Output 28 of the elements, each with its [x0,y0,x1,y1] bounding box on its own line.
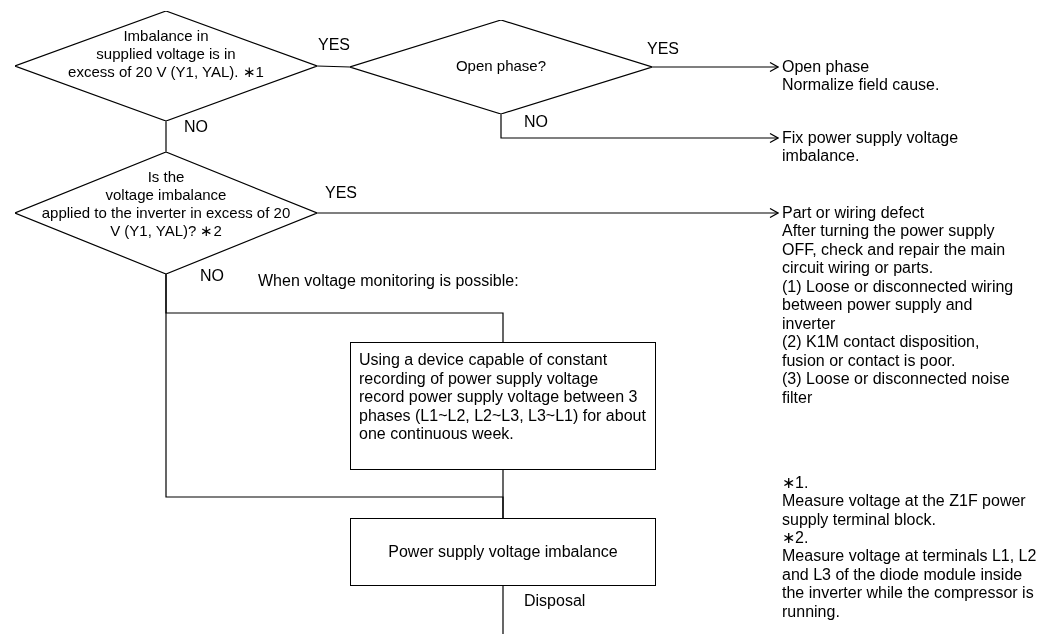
box-text: Power supply voltage imbalance [388,542,618,562]
connector-line [502,585,504,634]
result-text: After turning the power supply OFF, check and repair the main circuit wiring or parts. [782,222,1007,278]
edge-label: Disposal [524,592,586,611]
result-heading: Open phase [782,57,871,76]
result-text: (2) K1M contact disposition, fusion or contact is poor. [782,333,981,370]
arrow [651,61,779,73]
connector-line [502,469,504,519]
arrow [316,207,779,219]
footnote-text: Measure voltage at terminals L1, L2 and L3 of the diode module inside the inverter while the compressor is running. [782,547,1037,621]
arrow [500,113,779,144]
result-text: Normalize field cause. [782,76,941,95]
connector-line [165,120,167,153]
result-heading: Part or wiring defect [782,203,926,222]
box-text: Using a device capable of constant recording of power supply voltage record power supply voltage between 3 phases (L1~L2, L2~L3, L3~L1) for about one continuous week. [359,351,647,444]
note-text: When voltage monitoring is possible: [258,272,519,291]
question-text: Is the voltage imbalance applied to the inverter in excess of 20 V (Y1, YAL)? ∗2 [41,168,291,239]
result-text: (3) Loose or disconnected noise filter [782,370,1011,407]
connector-line [316,65,351,68]
process-box [350,342,656,470]
process-box [350,518,656,586]
question-text: Open phase? [455,57,547,74]
footnote-text: ∗2. [782,529,810,548]
result-heading: Fix power supply voltage imbalance. [782,128,960,166]
footnote-text: Measure voltage at the Z1F power supply terminal block. [782,492,1027,529]
question-text: Imbalance in supplied voltage is in excess of 20 V (Y1, YAL). ∗1 [68,27,264,80]
result-text: (1) Loose or disconnected wiring between power supply and inverter [782,277,1015,333]
footnote-text: ∗1. [782,474,810,493]
